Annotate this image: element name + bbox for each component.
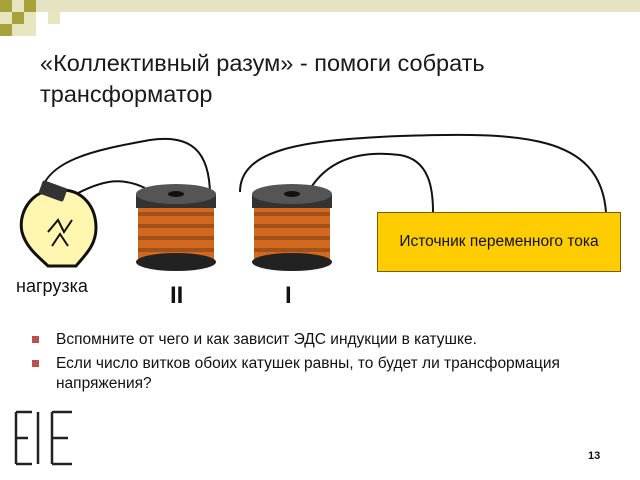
wire-load-left	[39, 137, 211, 197]
bullet-text: Вспомните от чего и как зависит ЭДС инду…	[56, 331, 477, 348]
light-bulb-icon	[19, 180, 98, 268]
coil-icon	[136, 184, 216, 271]
ac-source-box: Источник переменного тока	[377, 212, 621, 272]
bullet-marker	[32, 336, 39, 343]
header-checker-pattern	[0, 0, 640, 36]
wire-source-inner	[311, 152, 434, 213]
coil-icon	[252, 184, 332, 271]
bullet-text: Если число витков обоих катушек равны, т…	[56, 355, 560, 392]
bullet-marker	[32, 360, 39, 367]
list-item: Если число витков обоих катушек равны, т…	[32, 354, 592, 394]
coil-secondary-label: II	[170, 282, 184, 309]
coil-primary-label: I	[285, 282, 292, 309]
page-title: «Коллективный разум» - помоги собрать тр…	[40, 50, 485, 107]
ac-source-label: Источник переменного тока	[399, 233, 599, 250]
circuit-diagram	[19, 133, 607, 271]
wire-source-top	[239, 133, 607, 213]
list-item: Вспомните от чего и как зависит ЭДС инду…	[32, 330, 592, 350]
logo-icon	[14, 410, 72, 466]
page-number: 13	[588, 450, 601, 462]
bullet-list: Вспомните от чего и как зависит ЭДС инду…	[32, 330, 592, 398]
load-label: нагрузка	[16, 276, 88, 296]
